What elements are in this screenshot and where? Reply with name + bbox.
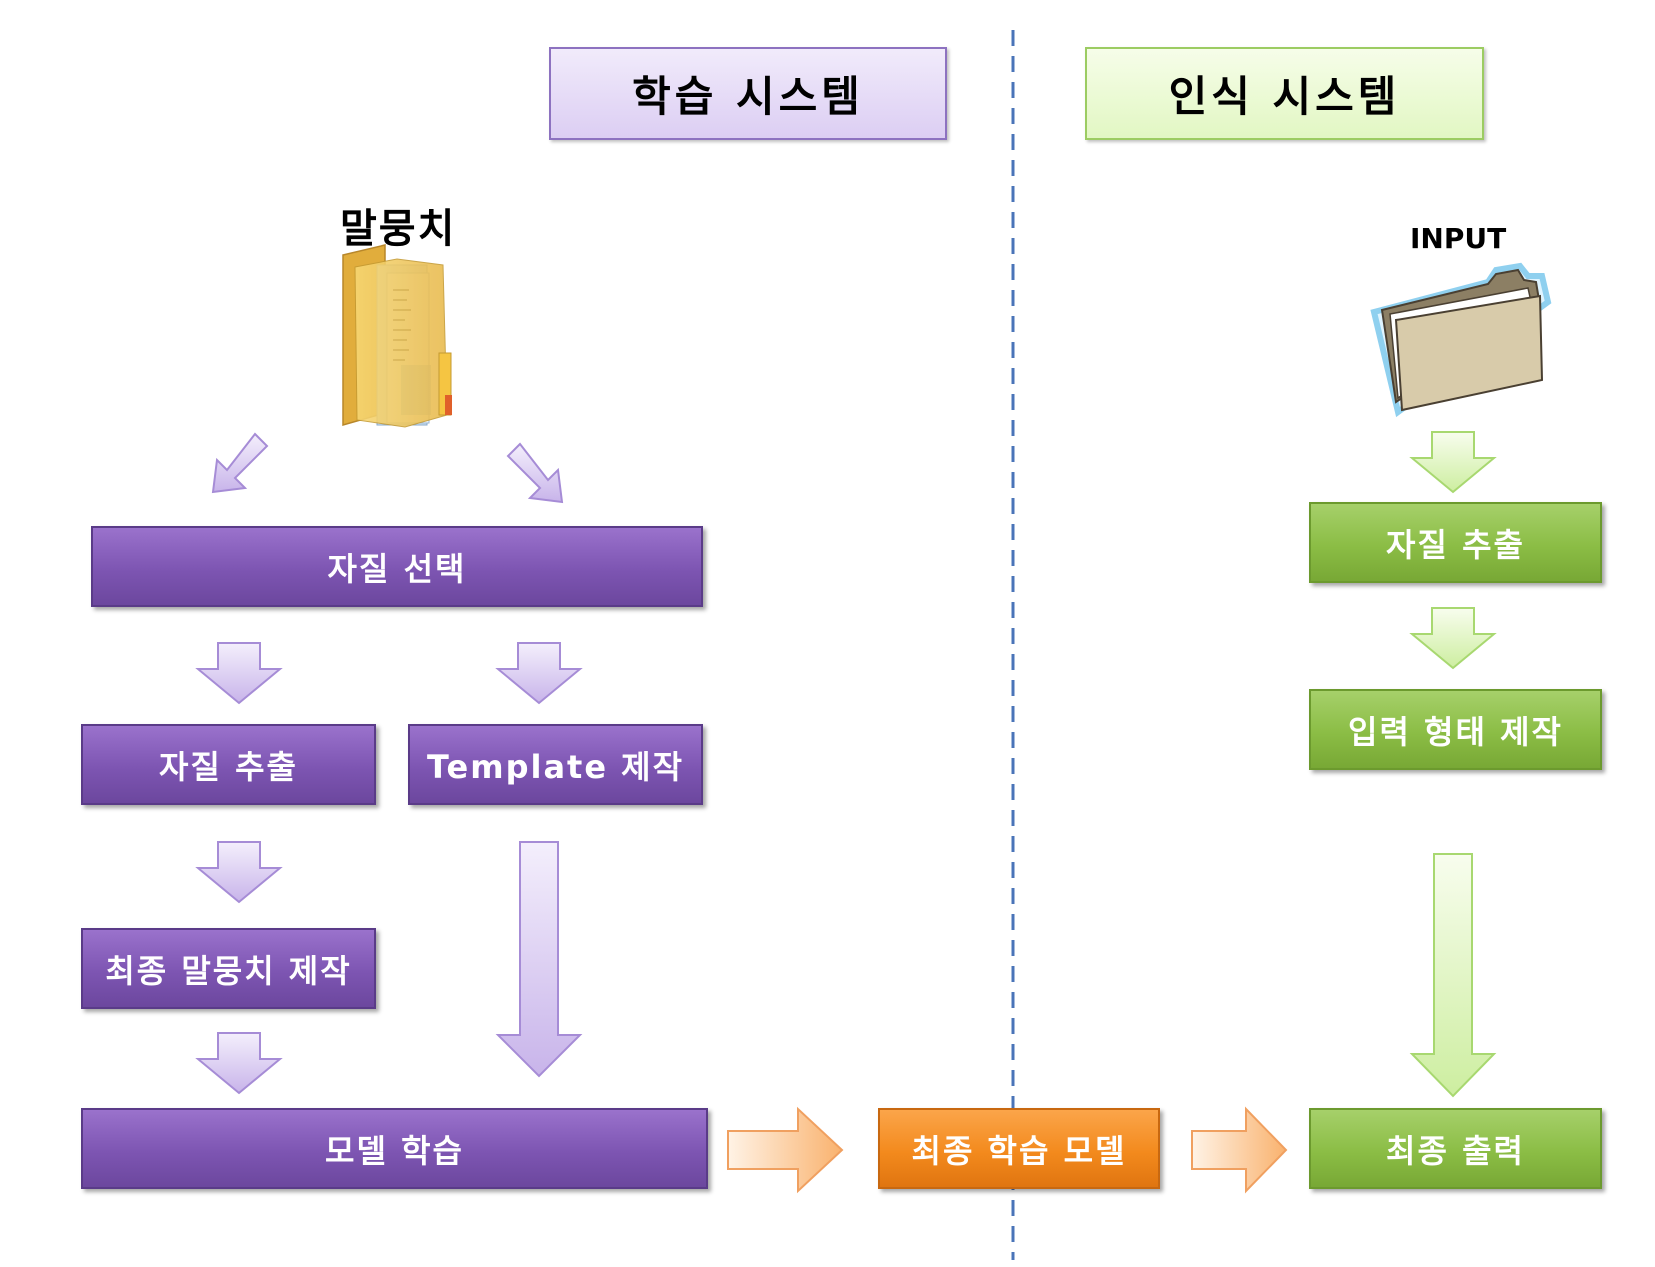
folder-documents-icon <box>342 244 452 428</box>
template-make-box: Template 제작 <box>408 724 703 805</box>
input-format-box: 입력 형태 제작 <box>1309 689 1602 770</box>
model-train-box: 모델 학습 <box>81 1108 708 1189</box>
learning-system-header: 학습 시스템 <box>549 47 947 140</box>
arrow-down-recog-1 <box>1409 431 1497 494</box>
final-output-label: 최종 출력 <box>1386 1131 1525 1170</box>
arrow-down-right <box>506 442 564 504</box>
learning-system-header-label: 학습 시스템 <box>632 72 864 121</box>
folder-open-icon <box>1370 262 1552 418</box>
recog-feature-extract-label: 자질 추출 <box>1386 525 1525 564</box>
corpus-label: 말뭉치 <box>340 206 457 252</box>
final-corpus-label: 최종 말뭉치 제작 <box>105 951 352 990</box>
recog-feature-extract-box: 자질 추출 <box>1309 502 1602 583</box>
arrow-down-long-recog <box>1409 853 1497 1098</box>
arrow-down-long-template <box>495 841 583 1078</box>
arrow-down-2 <box>495 642 583 705</box>
arrow-down-recog-2 <box>1409 607 1497 670</box>
model-train-label: 모델 학습 <box>325 1131 464 1170</box>
recognition-system-header: 인식 시스템 <box>1085 47 1484 140</box>
arrow-down-4 <box>195 1032 283 1095</box>
final-output-box: 최종 출력 <box>1309 1108 1602 1189</box>
arrow-right-to-final-output <box>1191 1106 1288 1194</box>
arrow-down-left <box>211 432 269 494</box>
feature-select-box: 자질 선택 <box>91 526 703 607</box>
input-format-label: 입력 형태 제작 <box>1348 712 1563 751</box>
final-model-box: 최종 학습 모델 <box>878 1108 1160 1189</box>
arrow-right-to-final-model <box>727 1106 844 1194</box>
final-model-label: 최종 학습 모델 <box>911 1131 1127 1170</box>
arrow-down-3 <box>195 841 283 904</box>
feature-extract-box: 자질 추출 <box>81 724 376 805</box>
final-corpus-box: 최종 말뭉치 제작 <box>81 928 376 1009</box>
arrow-down-1 <box>195 642 283 705</box>
divider-line <box>1011 30 1015 1260</box>
input-label: INPUT <box>1410 222 1507 255</box>
feature-extract-label: 자질 추출 <box>159 747 298 786</box>
feature-select-label: 자질 선택 <box>327 549 467 588</box>
template-make-label: Template 제작 <box>426 747 685 786</box>
recognition-system-header-label: 인식 시스템 <box>1168 72 1401 121</box>
